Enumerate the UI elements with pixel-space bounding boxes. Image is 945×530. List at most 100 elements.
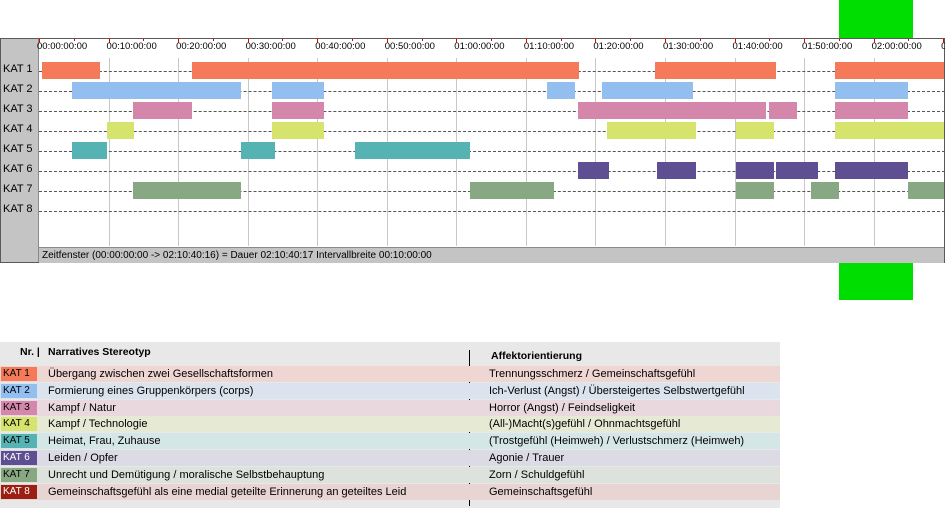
segment-kat-7[interactable] bbox=[735, 182, 775, 199]
axis-tick-label: 00:20:00:00 bbox=[176, 41, 227, 52]
segment-kat-5[interactable] bbox=[355, 142, 471, 159]
grid-line bbox=[873, 58, 875, 246]
legend-affekt: Horror (Angst) / Feindseligkeit bbox=[489, 401, 636, 414]
segment-kat-1[interactable] bbox=[192, 62, 580, 79]
grid-line bbox=[804, 58, 806, 246]
axis-tick bbox=[456, 39, 458, 43]
legend-stereotyp: Kampf / Technologie bbox=[48, 418, 148, 431]
axis-tick bbox=[39, 39, 40, 43]
axis-tick-label: 01:10:00:00 bbox=[523, 41, 575, 52]
axis-minor-tick bbox=[560, 39, 562, 41]
axis-minor-tick bbox=[908, 39, 910, 41]
legend-affekt: (All-)Macht(s)gefühl / Ohnmachtsgefühl bbox=[489, 418, 681, 431]
segment-kat-7[interactable] bbox=[470, 182, 554, 199]
legend-code-badge: KAT 2 bbox=[1, 383, 37, 398]
axis-tick bbox=[873, 39, 875, 43]
row-baseline bbox=[39, 211, 945, 212]
segment-kat-5[interactable] bbox=[71, 142, 108, 159]
segment-kat-2[interactable] bbox=[835, 82, 909, 99]
axis-tick bbox=[804, 39, 806, 43]
status-text: Zeitfenster (00:00:00:00 -> 02:10:40:16)… bbox=[42, 250, 432, 261]
segment-kat-7[interactable] bbox=[811, 182, 839, 199]
legend-stereotyp: Formierung eines Gruppenkörpers (corps) bbox=[48, 384, 254, 397]
segment-kat-4[interactable] bbox=[735, 122, 775, 139]
segment-kat-4[interactable] bbox=[107, 122, 134, 139]
axis-tick bbox=[734, 39, 736, 43]
legend-row: KAT 2 Formierung eines Gruppenkörpers (co… bbox=[0, 382, 780, 399]
segment-kat-7[interactable] bbox=[908, 182, 944, 199]
axis-tick bbox=[317, 39, 319, 43]
segment-kat-2[interactable] bbox=[71, 82, 241, 99]
segment-kat-1[interactable] bbox=[42, 62, 101, 79]
segment-kat-4[interactable] bbox=[607, 122, 697, 139]
grid-line bbox=[108, 58, 110, 246]
axis-tick bbox=[525, 39, 527, 43]
grid-line bbox=[664, 58, 666, 246]
axis-tick-label: 01:50:00:00 bbox=[802, 41, 853, 52]
status-bar: Zeitfenster (00:00:00:00 -> 02:10:40:16)… bbox=[39, 247, 944, 263]
segment-kat-7[interactable] bbox=[132, 182, 241, 199]
segment-kat-3[interactable] bbox=[271, 102, 325, 119]
grid-line bbox=[178, 58, 180, 246]
row-label-kat-6: KAT 6 bbox=[3, 163, 33, 175]
segment-kat-4[interactable] bbox=[835, 122, 944, 139]
axis-tick-label: 01:00:00:00 bbox=[454, 41, 505, 52]
legend-row: KAT 4 Kampf / Technologie (All-)Macht(s)ge… bbox=[0, 416, 780, 433]
segment-kat-2[interactable] bbox=[602, 82, 693, 99]
row-baseline bbox=[39, 91, 945, 92]
segment-kat-3[interactable] bbox=[835, 102, 909, 119]
segment-kat-6[interactable] bbox=[835, 162, 909, 179]
legend-affekt: Gemeinschaftsgefühl bbox=[489, 485, 593, 498]
green-marker-bottom bbox=[839, 263, 913, 300]
axis-minor-tick bbox=[282, 39, 284, 41]
axis-tick bbox=[108, 39, 110, 43]
segment-kat-3[interactable] bbox=[769, 102, 798, 119]
legend-code-badge: KAT 4 bbox=[1, 417, 37, 432]
axis-minor-tick bbox=[73, 39, 75, 41]
legend-code-badge: KAT 6 bbox=[1, 451, 37, 465]
segment-kat-2[interactable] bbox=[546, 82, 575, 99]
legend-code-badge: KAT 5 bbox=[1, 434, 37, 449]
segment-kat-3[interactable] bbox=[132, 102, 192, 119]
legend-row: KAT 5 Heimat, Frau, Zuhause (Trostgefühl (… bbox=[0, 433, 780, 450]
segment-kat-5[interactable] bbox=[240, 142, 276, 159]
legend-stereotyp: Heimat, Frau, Zuhause bbox=[48, 435, 161, 448]
row-label-column bbox=[1, 39, 39, 262]
segment-kat-3[interactable] bbox=[578, 102, 766, 119]
grid-line bbox=[317, 58, 319, 246]
axis-tick-label: 01:20:00:00 bbox=[593, 41, 644, 52]
axis-tick-label: 00:40:00:00 bbox=[315, 41, 366, 52]
segment-kat-6[interactable] bbox=[735, 162, 775, 179]
legend-stereotyp: Leiden / Opfer bbox=[48, 452, 118, 464]
legend-header-stereotyp: Narratives Stereotyp bbox=[48, 346, 151, 358]
axis-minor-tick bbox=[351, 39, 353, 41]
row-label-kat-8: KAT 8 bbox=[3, 203, 33, 215]
segment-kat-6[interactable] bbox=[578, 162, 610, 179]
axis-tick-label: 01:30:00:00 bbox=[662, 41, 714, 52]
legend-stereotyp: Übergang zwischen zwei Gesellschaftsform… bbox=[48, 368, 273, 380]
axis-tick-label: 02:00:00:00 bbox=[871, 41, 922, 52]
legend-affekt: (Trostgefühl (Heimweh) / Verlustschmerz … bbox=[489, 435, 745, 448]
row-label-kat-3: KAT 3 bbox=[3, 103, 33, 115]
legend-stereotyp: Gemeinschaftsgefühl als eine medial gete… bbox=[48, 485, 407, 498]
legend-code-badge: KAT 1 bbox=[1, 367, 37, 381]
segment-kat-2[interactable] bbox=[271, 82, 325, 99]
axis-tick-label: 00:00:00:00 bbox=[37, 41, 88, 52]
axis-tick bbox=[247, 39, 249, 43]
green-marker-top bbox=[839, 0, 913, 38]
axis-minor-tick bbox=[491, 39, 493, 41]
row-baseline bbox=[39, 131, 945, 132]
segment-kat-1[interactable] bbox=[654, 62, 777, 79]
row-label-kat-4: KAT 4 bbox=[3, 123, 33, 135]
segment-kat-4[interactable] bbox=[271, 122, 325, 139]
grid-line bbox=[734, 58, 736, 246]
row-label-kat-2: KAT 2 bbox=[3, 83, 33, 95]
segment-kat-1[interactable] bbox=[835, 62, 944, 79]
segment-kat-6[interactable] bbox=[656, 162, 697, 179]
axis-tick bbox=[178, 39, 180, 43]
segment-kat-6[interactable] bbox=[775, 162, 818, 179]
row-label-kat-5: KAT 5 bbox=[3, 143, 33, 155]
